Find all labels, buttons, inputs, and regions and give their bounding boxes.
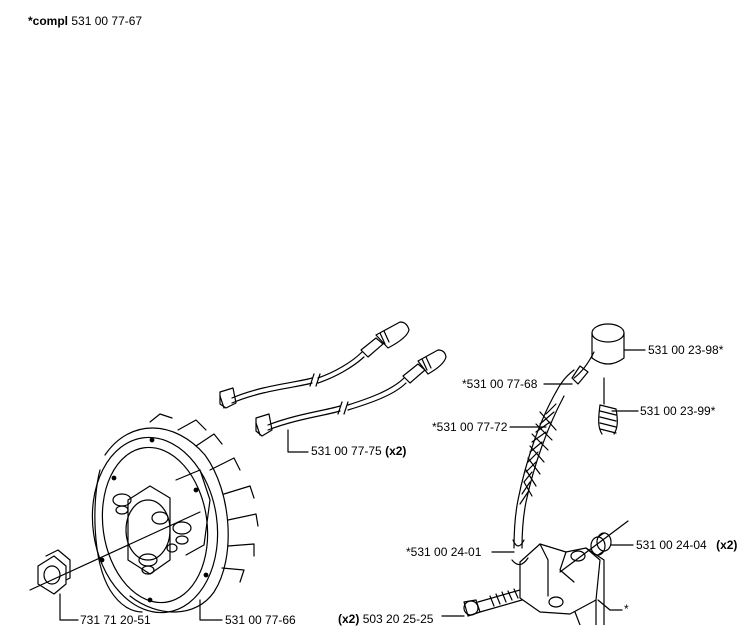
label-wires: 531 00 77-75 (x2) [311,444,406,458]
label-wires-qty: (x2) [385,444,407,458]
label-spacer-qty: (x2) [716,538,738,552]
spark-plug-cap [555,323,625,393]
label-lead: *531 00 77-68 [462,377,538,391]
spring [598,377,618,435]
label-coil: * [624,602,629,616]
label-screw-number: 503 20 25-25 [362,612,434,626]
ignition-wires [219,321,447,437]
compl-number: 531 00 77-67 [71,14,143,28]
label-sleeve: *531 00 77-72 [432,420,508,434]
flywheel [91,413,259,614]
compl-header: *compl 531 00 77-67 [28,14,142,28]
compl-prefix: *compl [28,14,69,28]
ignition-lead-sleeve [512,391,565,549]
flywheel-nut [37,549,71,595]
label-screw-qty: (x2) [338,612,360,626]
label-spring: 531 00 23-99* [640,404,716,418]
label-cap: 531 00 23-98* [648,343,724,357]
label-spacer: 531 00 24-04 (x2) [636,538,737,552]
label-nut: 731 71 20-51 [80,613,151,627]
screw [463,588,523,617]
label-wires-number: 531 00 77-75 [311,444,382,458]
label-screw: (x2) 503 20 25-25 [338,612,433,626]
label-flywheel: 531 00 77-66 [225,613,296,627]
ignition-coil [511,520,629,625]
label-coil-lead: *531 00 24-01 [406,545,482,559]
spacer [590,532,612,556]
label-spacer-number: 531 00 24-04 [636,538,707,552]
